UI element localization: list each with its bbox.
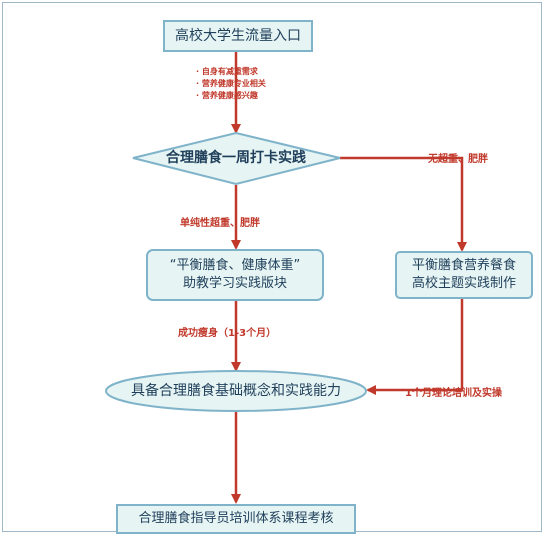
- node-capability: [105, 370, 367, 412]
- entry-reason-3: · 营养健康感兴趣: [196, 91, 258, 100]
- overweight-label: 单纯性超重、肥胖: [180, 218, 260, 229]
- nutrition-label-line1: 平衡膳食营养餐食: [411, 258, 516, 274]
- arrow-nutrition-to-capability: [366, 298, 464, 395]
- node-decision: [132, 131, 341, 186]
- nutrition-label: 平衡膳食营养餐食 高校主题实践制作: [396, 252, 532, 298]
- node-entry: [163, 20, 313, 52]
- decision-label: 合理膳食一周打卡实践: [166, 149, 306, 166]
- success-label: 成功瘦身（1-3个月）: [178, 328, 277, 339]
- arrow-decision-to-nutrition: [340, 156, 467, 252]
- entry-reason-1: · 自身有减重需求: [196, 67, 258, 76]
- assessment-label: 合理膳食指导员培训体系课程考核: [138, 511, 334, 527]
- entry-reason-2: · 营养健康专业相关: [196, 79, 266, 88]
- balanced-label-line2: 助教学习实践版块: [182, 276, 287, 291]
- not-overweight-label: 无超重、肥胖: [428, 154, 488, 165]
- entry-label: 高校大学生流量入口: [175, 27, 301, 44]
- training-label: 1个月理论培训及实操: [405, 388, 502, 399]
- balanced-label-line1: “平衡膳食、健康体重”: [169, 258, 301, 274]
- nutrition-label-line2: 高校主题实践制作: [411, 276, 516, 291]
- node-nutrition: [395, 251, 533, 299]
- balanced-label: “平衡膳食、健康体重” 助教学习实践版块: [147, 250, 323, 300]
- capability-label: 具备合理膳食基础概念和实践能力: [131, 382, 341, 399]
- node-assessment: [116, 504, 356, 534]
- node-balanced: [146, 249, 324, 301]
- entry-reasons-label: · 自身有减重需求 · 营养健康专业相关 · 营养健康感兴趣: [196, 66, 266, 102]
